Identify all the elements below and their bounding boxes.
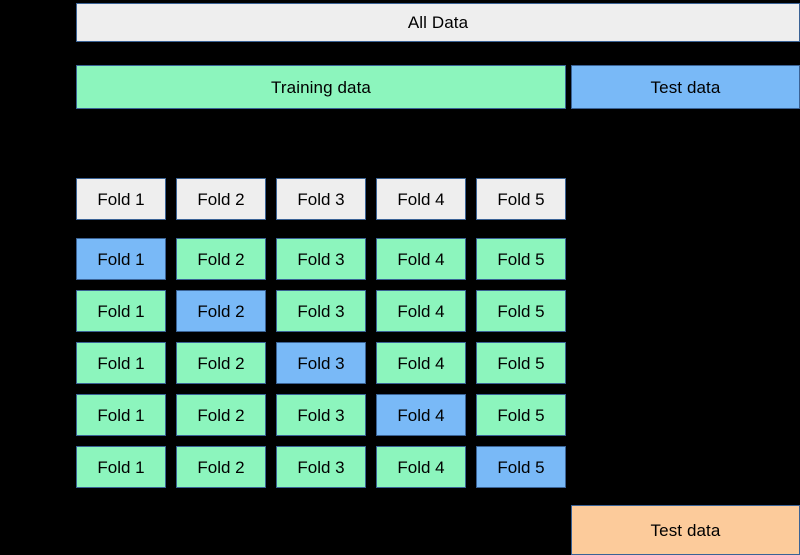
fold-cell-label: Fold 5 bbox=[497, 301, 545, 321]
fold-cell[interactable]: Fold 5 bbox=[476, 238, 566, 280]
fold-cell[interactable]: Fold 5 bbox=[476, 178, 566, 220]
fold-cell[interactable]: Fold 4 bbox=[376, 342, 466, 384]
fold-cell-label: Fold 1 bbox=[97, 249, 145, 269]
fold-header-row: Fold 1 Fold 2 Fold 3 Fold 4 Fold 5 bbox=[76, 178, 566, 220]
fold-cell[interactable]: Fold 3 bbox=[276, 394, 366, 436]
fold-cell-label: Fold 2 bbox=[197, 249, 245, 269]
training-data-label: Training data bbox=[271, 77, 371, 97]
fold-cell-label: Fold 4 bbox=[397, 301, 445, 321]
fold-cell[interactable]: Fold 2 bbox=[176, 342, 266, 384]
final-test-data-label: Test data bbox=[650, 520, 721, 540]
fold-cell[interactable]: Fold 1 bbox=[76, 342, 166, 384]
fold-cell-label: Fold 3 bbox=[297, 301, 345, 321]
fold-cell-label: Fold 2 bbox=[197, 405, 245, 425]
fold-cell[interactable]: Fold 5 bbox=[476, 446, 566, 488]
fold-cell-label: Fold 4 bbox=[397, 353, 445, 373]
fold-split-row: Fold 1 Fold 2 Fold 3 Fold 4 Fold 5 bbox=[76, 446, 566, 488]
training-data-banner: Training data bbox=[76, 65, 566, 109]
all-data-label: All Data bbox=[407, 13, 469, 32]
fold-cell-label: Fold 3 bbox=[297, 353, 345, 373]
fold-cell-label: Fold 1 bbox=[97, 301, 145, 321]
fold-cell[interactable]: Fold 2 bbox=[176, 446, 266, 488]
fold-cell[interactable]: Fold 1 bbox=[76, 446, 166, 488]
fold-cell-label: Fold 1 bbox=[97, 405, 145, 425]
fold-cell[interactable]: Fold 3 bbox=[276, 238, 366, 280]
fold-cell-label: Fold 2 bbox=[197, 353, 245, 373]
fold-cell-label: Fold 4 bbox=[397, 457, 445, 477]
fold-cell[interactable]: Fold 1 bbox=[76, 178, 166, 220]
fold-cell[interactable]: Fold 3 bbox=[276, 290, 366, 332]
fold-cell-label: Fold 5 bbox=[497, 457, 545, 477]
fold-cell[interactable]: Fold 3 bbox=[276, 342, 366, 384]
fold-cell[interactable]: Fold 5 bbox=[476, 290, 566, 332]
fold-cell-label: Fold 5 bbox=[497, 249, 545, 269]
fold-cell[interactable]: Fold 3 bbox=[276, 446, 366, 488]
test-data-banner: Test data bbox=[571, 65, 800, 109]
fold-cell[interactable]: Fold 3 bbox=[276, 178, 366, 220]
fold-cell[interactable]: Fold 2 bbox=[176, 394, 266, 436]
fold-cell[interactable]: Fold 5 bbox=[476, 342, 566, 384]
fold-cell-label: Fold 3 bbox=[297, 405, 345, 425]
fold-split-row: Fold 1 Fold 2 Fold 3 Fold 4 Fold 5 bbox=[76, 394, 566, 436]
fold-cell-label: Fold 2 bbox=[197, 301, 245, 321]
fold-cell[interactable]: Fold 1 bbox=[76, 238, 166, 280]
fold-cell[interactable]: Fold 2 bbox=[176, 238, 266, 280]
fold-cell-label: Fold 1 bbox=[97, 457, 145, 477]
fold-cell[interactable]: Fold 4 bbox=[376, 290, 466, 332]
fold-split-row: Fold 1 Fold 2 Fold 3 Fold 4 Fold 5 bbox=[76, 290, 566, 332]
test-data-label: Test data bbox=[650, 77, 721, 97]
final-test-data-banner: Test data bbox=[571, 505, 800, 555]
fold-cell-label: Fold 4 bbox=[397, 249, 445, 269]
fold-cell[interactable]: Fold 2 bbox=[176, 178, 266, 220]
fold-cell-label: Fold 4 bbox=[397, 405, 445, 425]
fold-split-row: Fold 1 Fold 2 Fold 3 Fold 4 Fold 5 bbox=[76, 238, 566, 280]
fold-cell[interactable]: Fold 4 bbox=[376, 446, 466, 488]
fold-cell[interactable]: Fold 1 bbox=[76, 290, 166, 332]
fold-cell-label: Fold 4 bbox=[397, 189, 445, 209]
fold-cell[interactable]: Fold 4 bbox=[376, 178, 466, 220]
fold-cell[interactable]: Fold 2 bbox=[176, 290, 266, 332]
fold-cell-label: Fold 3 bbox=[297, 189, 345, 209]
fold-cell-label: Fold 2 bbox=[197, 457, 245, 477]
fold-cell-label: Fold 5 bbox=[497, 189, 545, 209]
fold-cell-label: Fold 3 bbox=[297, 457, 345, 477]
all-data-banner: All Data bbox=[76, 3, 800, 42]
fold-cell-label: Fold 1 bbox=[97, 189, 145, 209]
fold-cell-label: Fold 5 bbox=[497, 353, 545, 373]
fold-cell[interactable]: Fold 4 bbox=[376, 394, 466, 436]
fold-split-row: Fold 1 Fold 2 Fold 3 Fold 4 Fold 5 bbox=[76, 342, 566, 384]
fold-cell[interactable]: Fold 4 bbox=[376, 238, 466, 280]
fold-cell-label: Fold 1 bbox=[97, 353, 145, 373]
fold-cell[interactable]: Fold 5 bbox=[476, 394, 566, 436]
fold-cell-label: Fold 2 bbox=[197, 189, 245, 209]
fold-cell[interactable]: Fold 1 bbox=[76, 394, 166, 436]
fold-cell-label: Fold 3 bbox=[297, 249, 345, 269]
fold-cell-label: Fold 5 bbox=[497, 405, 545, 425]
